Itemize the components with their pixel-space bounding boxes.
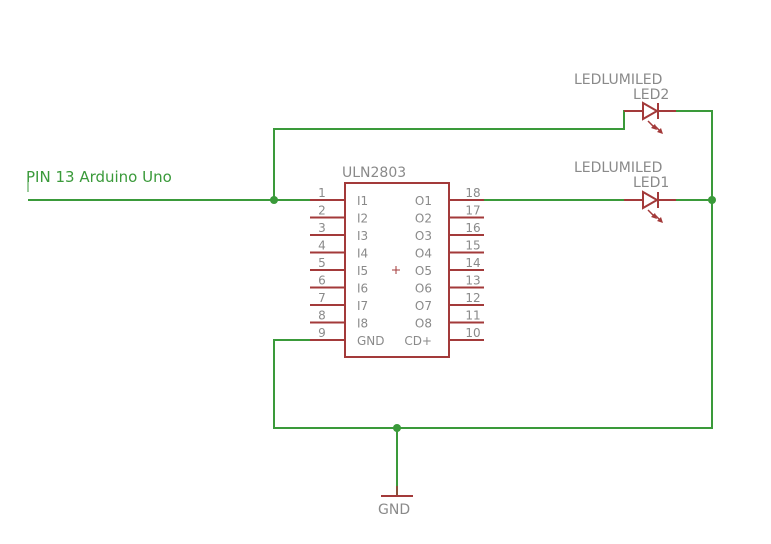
ic-pin-left-name: I4 bbox=[357, 247, 368, 261]
ic-pin-right-number: 16 bbox=[465, 221, 480, 235]
led2-name-label: LED2 bbox=[633, 87, 669, 103]
junction-dot bbox=[708, 196, 716, 204]
led1-value-label: LEDLUMILED bbox=[574, 160, 662, 176]
ic-pin-right-number: 15 bbox=[465, 239, 480, 253]
ic-pin-left-name: I1 bbox=[357, 194, 368, 208]
led2-value-label: LEDLUMILED bbox=[574, 72, 662, 88]
ic-pin-right-number: 12 bbox=[465, 291, 480, 305]
ic-pin-right-number: 13 bbox=[465, 274, 480, 288]
led1-name-label: LED1 bbox=[633, 175, 669, 191]
ic-pin-right-name: O8 bbox=[415, 317, 432, 331]
ic-pin-left-name: I8 bbox=[357, 317, 368, 331]
net-label: PIN 13 Arduino Uno bbox=[26, 168, 172, 186]
ic-pin-left-number: 1 bbox=[318, 186, 326, 200]
wire-led-return bbox=[273, 110, 713, 429]
ic-pin-left-number: 8 bbox=[318, 309, 326, 323]
led2[interactable]: LEDLUMILED LED2 bbox=[574, 72, 676, 134]
led-arrow-head bbox=[657, 217, 663, 223]
ic-pin-right-name: O1 bbox=[415, 194, 432, 208]
wire-to-led2 bbox=[273, 110, 638, 200]
ic-name-label: ULN2803 bbox=[342, 165, 406, 181]
ic-pin-left-number: 7 bbox=[318, 291, 326, 305]
ic-pin-right-name: CD+ bbox=[404, 334, 432, 348]
junction-dot bbox=[393, 424, 401, 432]
led1[interactable]: LEDLUMILED LED1 bbox=[574, 160, 676, 223]
ic-pin-left-name: GND bbox=[357, 334, 385, 348]
ic-pin-right-number: 18 bbox=[465, 186, 480, 200]
ic-pin-right-name: O6 bbox=[415, 282, 432, 296]
ic-pin-left-number: 6 bbox=[318, 274, 326, 288]
ground-symbol[interactable]: GND bbox=[378, 486, 413, 518]
ic-pin-right-name: O5 bbox=[415, 264, 432, 278]
ic-pin-left-name: I7 bbox=[357, 299, 368, 313]
led-triangle bbox=[642, 190, 660, 210]
ic-pin-left-name: I3 bbox=[357, 229, 368, 243]
led-triangle bbox=[642, 101, 660, 121]
ic-pin-left-number: 5 bbox=[318, 256, 326, 270]
ic-pin-right-number: 14 bbox=[465, 256, 480, 270]
ic-pin-right-name: O4 bbox=[415, 247, 432, 261]
ic-pin-right-name: O2 bbox=[415, 212, 432, 226]
ic-pin-left-number: 4 bbox=[318, 239, 326, 253]
led2-symbol bbox=[624, 101, 676, 134]
ic-pin-left-name: I5 bbox=[357, 264, 368, 278]
junctions bbox=[270, 196, 716, 432]
led-arrow-head bbox=[657, 128, 663, 134]
ic-pin-right-number: 10 bbox=[465, 326, 480, 340]
ic-pin-left-name: I2 bbox=[357, 212, 368, 226]
ic-pin-left-number: 3 bbox=[318, 221, 326, 235]
ic-pin-right-number: 11 bbox=[465, 309, 480, 323]
junction-dot bbox=[270, 196, 278, 204]
led1-symbol bbox=[624, 190, 676, 223]
ic-pin-right-name: O3 bbox=[415, 229, 432, 243]
ic-pin-left-number: 9 bbox=[318, 326, 326, 340]
ic-pin-left-number: 2 bbox=[318, 204, 326, 218]
ic-pin-right-name: O7 bbox=[415, 299, 432, 313]
ground-label: GND bbox=[378, 502, 410, 518]
ic-pin-left-name: I6 bbox=[357, 282, 368, 296]
ic-pin-right-number: 17 bbox=[465, 204, 480, 218]
